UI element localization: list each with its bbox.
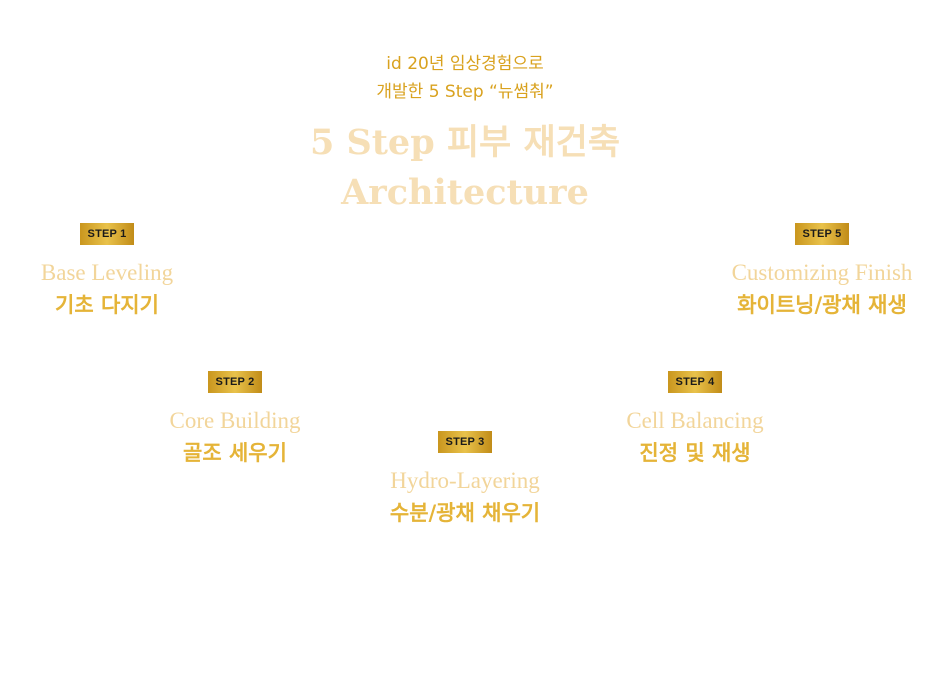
step-title-ko: 화이트닝/광채 재생 bbox=[737, 293, 907, 317]
step-title-en: Base Leveling bbox=[40, 260, 174, 285]
intro-line-1: id 20년 임상경험으로 bbox=[386, 54, 544, 74]
step-title-en: Cell Balancing bbox=[626, 408, 764, 433]
intro-line-2: 개발한 5 Step “뉴썸춰” bbox=[376, 82, 554, 102]
step-badge: STEP 5 bbox=[795, 223, 849, 245]
step-title-en: Customizing Finish bbox=[731, 260, 913, 285]
step-1: STEP 1 Base Leveling 기초 다지기 bbox=[0, 222, 237, 319]
intro-text: id 20년 임상경험으로 개발한 5 Step “뉴썸춰” bbox=[0, 50, 930, 106]
step-badge: STEP 2 bbox=[208, 371, 262, 393]
headline: 5 Step 피부 재건축 Architecture bbox=[0, 118, 930, 218]
step-title-ko: 수분/광채 채우기 bbox=[389, 501, 541, 525]
step-title-en: Hydro-Layering bbox=[390, 468, 540, 493]
step-title-ko: 골조 세우기 bbox=[183, 441, 287, 465]
step-5: STEP 5 Customizing Finish 화이트닝/광채 재생 bbox=[692, 222, 930, 319]
step-badge: STEP 1 bbox=[80, 223, 134, 245]
step-badge: STEP 4 bbox=[668, 371, 722, 393]
step-badge: STEP 3 bbox=[438, 431, 492, 453]
step-3: STEP 3 Hydro-Layering 수분/광채 채우기 bbox=[335, 430, 595, 527]
step-title-en: Core Building bbox=[169, 408, 301, 433]
headline-line-2: Architecture bbox=[341, 172, 589, 213]
step-4: STEP 4 Cell Balancing 진정 및 재생 bbox=[565, 370, 825, 467]
headline-line-1: 5 Step 피부 재건축 bbox=[309, 122, 621, 163]
step-2: STEP 2 Core Building 골조 세우기 bbox=[105, 370, 365, 467]
step-title-ko: 진정 및 재생 bbox=[639, 441, 751, 465]
step-title-ko: 기초 다지기 bbox=[55, 293, 159, 317]
